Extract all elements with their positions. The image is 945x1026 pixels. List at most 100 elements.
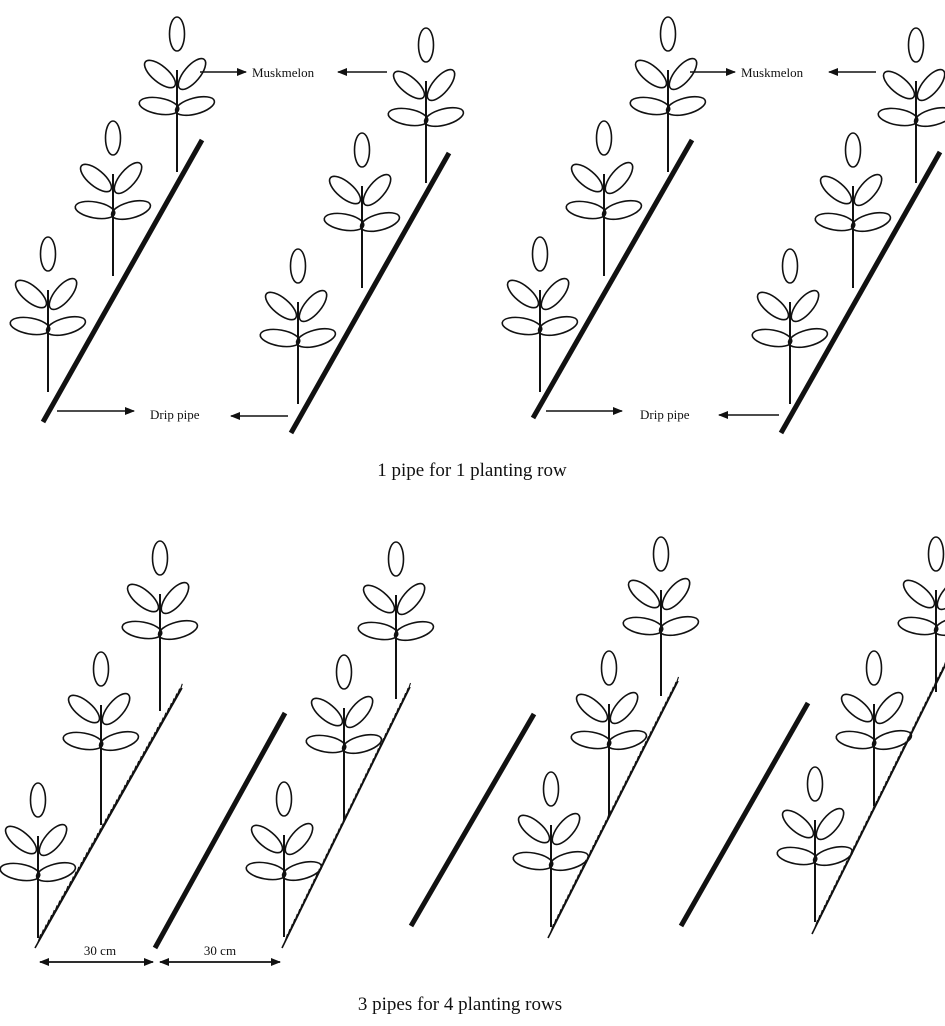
plant-leaf <box>933 574 945 613</box>
muskmelon-label-left-panel: Muskmelon <box>252 65 315 80</box>
plant-leaf <box>393 579 430 618</box>
drip-pipe <box>155 713 285 948</box>
muskmelon-plant <box>835 651 913 806</box>
plant-leaf <box>812 843 855 869</box>
plant-leaf <box>307 694 346 731</box>
plant-leaf <box>850 209 893 235</box>
muskmelon-plant <box>0 783 77 938</box>
plant-bud <box>597 121 612 155</box>
plant-leaf <box>35 820 72 859</box>
plant-leaf <box>665 54 702 93</box>
plant-leaf <box>157 617 200 643</box>
plant-leaf <box>753 288 792 325</box>
planting-row-hatch <box>815 662 945 929</box>
plant-leaf <box>899 576 938 613</box>
muskmelon-plant <box>305 655 383 821</box>
drip-pipe-label-right-panel: Drip pipe <box>640 407 690 422</box>
plant-leaf <box>341 692 378 731</box>
plant-leaf <box>295 286 332 325</box>
drip-pipe <box>411 714 534 926</box>
plant-bud <box>31 783 46 817</box>
planting-row-hatched <box>548 677 679 938</box>
planting-row-hatch <box>551 677 679 933</box>
plant-leaf <box>1 822 40 859</box>
plant-leaf <box>787 325 830 351</box>
plant-leaf <box>665 93 708 119</box>
muskmelon-plant <box>814 133 892 288</box>
plant-bud <box>602 651 617 685</box>
plant-leaf <box>514 811 553 848</box>
drip-pipe <box>681 703 808 926</box>
plant-bud <box>170 17 185 51</box>
plant-leaf <box>245 860 287 883</box>
plant-leaf <box>501 315 543 338</box>
plant-leaf <box>281 858 324 884</box>
plant-leaf <box>751 327 793 350</box>
planting-row-hatch <box>38 684 183 943</box>
plant-leaf <box>512 850 554 873</box>
plant-bud <box>661 17 676 51</box>
muskmelon-plant <box>138 17 216 172</box>
plant-bud <box>654 537 669 571</box>
plant-leaf <box>295 325 338 351</box>
plant-leaf <box>0 861 41 884</box>
spacing-label-left: 30 cm <box>84 943 116 958</box>
plant-leaf <box>98 728 141 754</box>
plant-leaf <box>140 56 179 93</box>
plant-leaf <box>323 211 365 234</box>
plant-leaf <box>325 172 364 209</box>
plant-leaf <box>64 691 103 728</box>
muskmelon-plant <box>512 772 590 927</box>
plant-leaf <box>174 93 217 119</box>
plant-leaf <box>835 729 877 752</box>
plant-bud <box>94 652 109 686</box>
plant-leaf <box>877 106 919 129</box>
plant-leaf <box>157 578 194 617</box>
plant-bud <box>337 655 352 689</box>
plant-leaf <box>629 95 671 118</box>
plant-leaf <box>837 690 876 727</box>
plant-bud <box>277 782 292 816</box>
plant-leaf <box>74 199 116 222</box>
plant-leaf <box>387 106 429 129</box>
plant-leaf <box>110 158 147 197</box>
plant-leaf <box>548 848 591 874</box>
drip-pipe-label-left-panel: Drip pipe <box>150 407 200 422</box>
drip-pipes-layer <box>43 140 940 948</box>
plant-leaf <box>871 688 908 727</box>
muskmelon-plant <box>570 651 648 816</box>
plant-leaf <box>879 67 918 104</box>
plant-bud <box>153 541 168 575</box>
plant-leaf <box>537 274 574 313</box>
plant-bud <box>291 249 306 283</box>
drip-pipe <box>533 140 692 418</box>
plant-bud <box>867 651 882 685</box>
muskmelon-plant <box>259 249 337 404</box>
plant-leaf <box>281 819 318 858</box>
plant-leaf <box>658 574 695 613</box>
plant-leaf <box>778 806 817 843</box>
plant-leaf <box>622 615 664 638</box>
planting-row-hatched <box>282 683 411 948</box>
plant-leaf <box>537 313 580 339</box>
muskmelon-plant <box>622 537 700 696</box>
plant-leaf <box>121 619 163 642</box>
planting-row-hatch <box>285 683 411 943</box>
plant-leaf <box>850 170 887 209</box>
plant-leaf <box>567 160 606 197</box>
muskmelon-plant <box>897 537 945 692</box>
plant-leaf <box>359 209 402 235</box>
plant-leaf <box>606 688 643 727</box>
plant-bud <box>533 237 548 271</box>
plant-bud <box>355 133 370 167</box>
plant-leaf <box>503 276 542 313</box>
muskmelon-plant <box>776 767 854 922</box>
plant-leaf <box>98 689 135 728</box>
plant-bud <box>909 28 924 62</box>
plant-leaf <box>423 65 460 104</box>
plant-bud <box>389 542 404 576</box>
plant-leaf <box>45 274 82 313</box>
plant-leaf <box>570 729 612 752</box>
